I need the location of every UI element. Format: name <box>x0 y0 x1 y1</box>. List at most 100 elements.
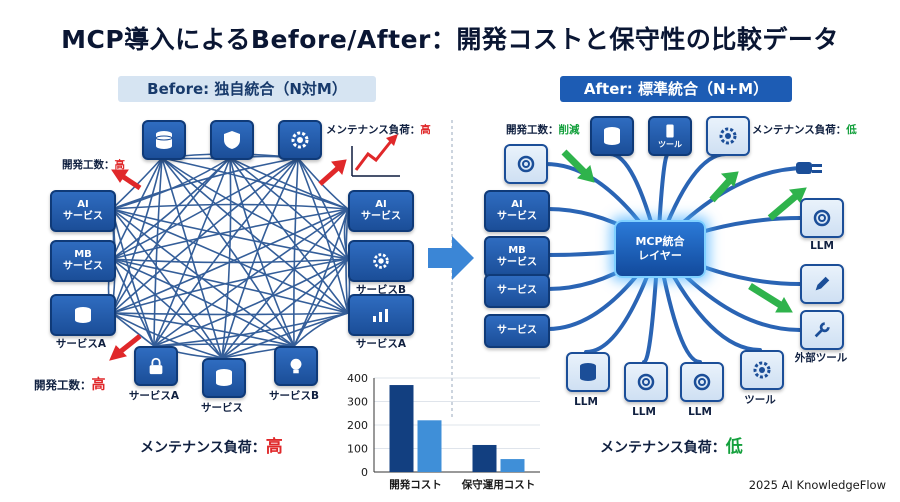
after-bottom-llm-db <box>566 352 610 392</box>
bar <box>472 444 497 472</box>
gear-icon <box>753 361 771 379</box>
after-left-service-3: サービス <box>484 274 550 308</box>
before-bottom-label-2: サービス <box>201 402 243 414</box>
gear-icon <box>373 253 389 269</box>
before-bottom-node-3 <box>274 346 318 386</box>
after-dev-effort: 開発工数：削減 <box>506 124 580 136</box>
chart-icon <box>373 309 388 322</box>
before-bottom-label-1: サービスA <box>128 390 180 402</box>
mesh-wire <box>161 157 349 260</box>
mesh-wire <box>161 157 223 359</box>
mesh-wire <box>111 208 349 260</box>
mesh-wire <box>297 157 349 210</box>
mesh-wire <box>153 312 349 347</box>
mesh-wire <box>293 157 299 347</box>
after-maint-load: メンテナンス負荷：低 <box>600 437 743 457</box>
before-panel-label: Before: 独自統合（N対M） <box>118 76 376 102</box>
after-bottom-label-1: LLM <box>574 396 598 408</box>
mesh-wire <box>153 208 349 347</box>
mesh-wire <box>153 157 163 347</box>
bar <box>389 385 414 472</box>
before-maint-load-top: メンテナンス負荷：高 <box>326 124 431 136</box>
after-right-external-tool <box>800 310 844 350</box>
shield-icon <box>224 131 240 149</box>
bar <box>500 459 525 472</box>
after-bottom-llm-1 <box>624 362 668 402</box>
mesh-wire <box>111 157 163 260</box>
mcp-integration-layer: MCP統合レイヤー <box>614 220 706 278</box>
after-right-external-tool-label: 外部ツール <box>794 352 848 364</box>
mesh-wire <box>345 208 349 314</box>
mesh-wire <box>221 258 349 359</box>
mesh-wire <box>111 208 349 314</box>
transition-arrow <box>428 236 474 280</box>
mesh-wire <box>153 343 295 347</box>
mesh-wire <box>229 157 349 314</box>
gear-icon <box>719 127 737 145</box>
database-icon <box>580 363 596 381</box>
mesh-wire <box>229 157 349 260</box>
mesh-wire <box>111 157 299 260</box>
before-maint-load: メンテナンス負荷：高 <box>140 437 283 457</box>
after-right-llm-label: LLM <box>810 240 834 252</box>
after-panel-label: After: 標準統合（N+M） <box>560 76 792 102</box>
pen-icon <box>815 276 830 291</box>
y-tick-label: 300 <box>347 396 368 409</box>
after-bottom-label-2: LLM <box>632 406 656 418</box>
mesh-wire <box>111 157 299 314</box>
after-top-settings <box>706 116 750 156</box>
after-bottom-label-4: ツール <box>744 394 776 406</box>
after-right-llm <box>800 198 844 238</box>
mesh-wire <box>153 258 349 347</box>
llm-knot-icon <box>813 209 831 227</box>
cost-comparison-chart: 0100200300400開発コスト保守運用コスト <box>347 372 540 491</box>
phone-icon <box>666 123 674 138</box>
after-top-tool: ツール <box>648 116 692 156</box>
mesh-wire <box>111 258 349 314</box>
database-node <box>142 120 186 160</box>
after-top-llm <box>504 144 548 184</box>
x-tick-label: 保守運用コスト <box>461 478 536 491</box>
mesh-wire <box>221 208 349 359</box>
mesh-wire <box>161 157 349 210</box>
after-bottom-label-3: LLM <box>688 406 712 418</box>
before-right-service-2 <box>348 240 414 282</box>
page-title: MCP導入によるBefore/After：開発コストと保守性の比較データ <box>61 25 839 54</box>
y-tick-label: 400 <box>347 372 368 385</box>
y-tick-label: 100 <box>347 443 368 456</box>
mesh-wire <box>111 312 349 316</box>
mesh-wire <box>111 258 223 359</box>
before-right-service-2-label: サービスB <box>355 284 406 296</box>
before-right-service-3-label: サービスA <box>355 338 407 350</box>
mesh-wire <box>111 157 299 210</box>
before-left-service-3-label: サービスA <box>55 338 107 350</box>
before-bottom-node-1 <box>134 346 178 386</box>
before-bottom-node-2 <box>202 358 246 398</box>
database-icon <box>604 127 620 145</box>
mesh-wire <box>293 258 349 347</box>
before-dev-effort: 開発工数：高 <box>62 159 125 171</box>
llm-knot-icon <box>517 155 535 173</box>
x-tick-label: 開発コスト <box>389 478 442 491</box>
after-right-pen <box>800 264 844 304</box>
mesh-wire <box>111 203 349 210</box>
lightbulb-icon <box>290 358 302 374</box>
mesh-wire <box>111 208 349 260</box>
mesh-wire <box>293 312 349 347</box>
after-bottom-tool <box>740 350 784 390</box>
mesh-wire <box>111 258 349 314</box>
security-node <box>210 120 254 160</box>
after-maint-load-top: メンテナンス負荷：低 <box>752 124 857 136</box>
before-left-service-3 <box>50 294 116 336</box>
gear-icon <box>291 131 309 149</box>
wrench-icon <box>814 322 830 338</box>
lock-icon <box>149 357 163 375</box>
mesh-wire <box>111 208 349 314</box>
llm-knot-icon <box>693 373 711 391</box>
bar <box>417 420 442 472</box>
footer-credit: 2025 AI KnowledgeFlow <box>748 478 886 492</box>
